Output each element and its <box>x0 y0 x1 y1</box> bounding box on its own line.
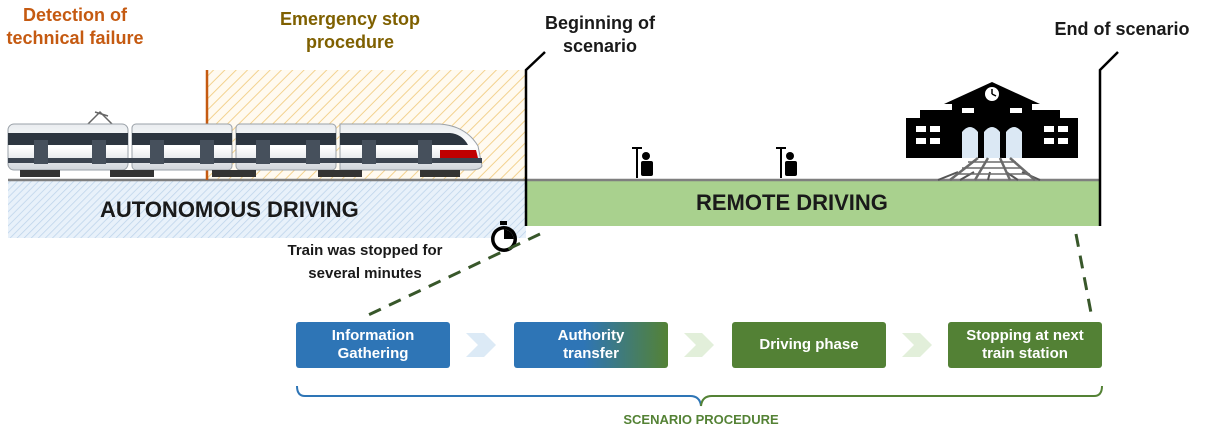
step-label: Authority transfer <box>557 327 625 362</box>
train-icon <box>7 110 483 177</box>
step-authority-transfer: Authority transfer <box>514 322 668 368</box>
autonomous-driving-label: AUTONOMOUS DRIVING <box>100 197 359 222</box>
signal-icon <box>632 147 653 178</box>
step-stopping-at-station: Stopping at next train station <box>948 322 1102 368</box>
station-icon <box>906 82 1078 181</box>
end-marker <box>1098 51 1119 226</box>
step-label: Driving phase <box>759 336 859 353</box>
step-label: Information Gathering <box>331 327 415 362</box>
procedure-bracket <box>700 385 1103 407</box>
remote-driving-label: REMOTE DRIVING <box>696 190 888 215</box>
step-label: Stopping at next train station <box>966 327 1084 362</box>
emergency-stop-label: Emergency stop procedure <box>279 9 421 53</box>
beginning-marker <box>524 51 546 226</box>
step-information-gathering: Information Gathering <box>296 322 450 368</box>
autonomous-band <box>8 180 526 238</box>
arrow-right-icon <box>466 333 496 357</box>
beginning-label: Beginning of scenario <box>545 13 655 57</box>
arrow-right-icon <box>684 333 714 357</box>
stopwatch-icon <box>491 221 517 252</box>
end-label: End of scenario <box>1054 19 1190 39</box>
detection-label: Detection of technical failure <box>6 5 144 49</box>
remote-band <box>526 181 1100 226</box>
step-driving-phase: Driving phase <box>732 322 886 368</box>
scenario-procedure-label: SCENARIO PROCEDURE <box>623 412 779 427</box>
zoom-line-right <box>1074 233 1094 319</box>
zoom-line-left <box>361 232 541 320</box>
procedure-bracket <box>296 385 702 407</box>
stopped-note: Train was stopped for several minutes <box>287 242 443 282</box>
arrow-right-icon <box>902 333 932 357</box>
signal-icon <box>776 147 797 178</box>
